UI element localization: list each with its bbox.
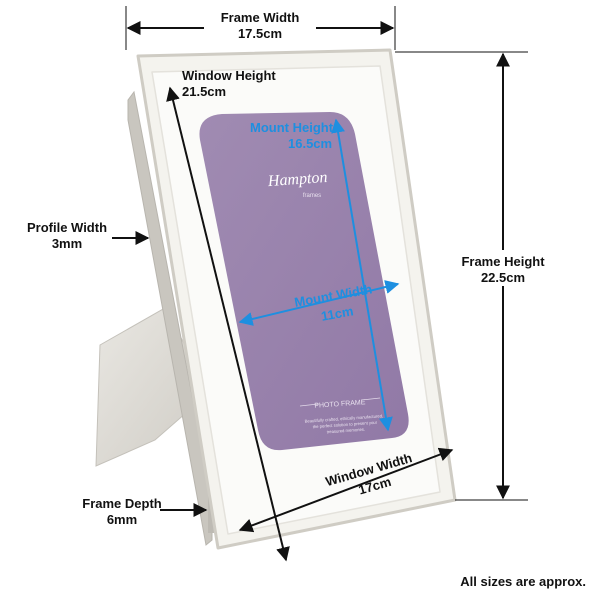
- window-height-label: Window Height: [182, 68, 276, 83]
- mount-width-arrow: [238, 280, 400, 326]
- mount-height-value: 16.5cm: [288, 136, 332, 151]
- window-height-value: 21.5cm: [182, 84, 226, 99]
- profile-width-value: 3mm: [52, 236, 82, 251]
- frame-width-value: 17.5cm: [238, 26, 282, 41]
- mount-height-arrow: [331, 118, 393, 432]
- window-width-arrow: [238, 447, 454, 533]
- profile-width-label: Profile Width: [27, 220, 107, 235]
- frame-depth-value: 6mm: [107, 512, 137, 527]
- frame-depth-label: Frame Depth: [82, 496, 162, 511]
- frame-height-label-bg: [458, 250, 552, 286]
- insert-divider-left: [299, 403, 319, 407]
- frame-height-label: Frame Height: [461, 254, 545, 269]
- frame-height-value: 22.5cm: [481, 270, 525, 285]
- mount-height-label: Mount Height: [250, 120, 334, 135]
- frame-width-label: Frame Width: [221, 10, 300, 25]
- footnote: All sizes are approx.: [460, 574, 586, 589]
- frame-width-label-bg: [204, 8, 316, 38]
- brand-sub-text: frames: [303, 193, 321, 199]
- mount-width-value: 11cm: [320, 303, 355, 323]
